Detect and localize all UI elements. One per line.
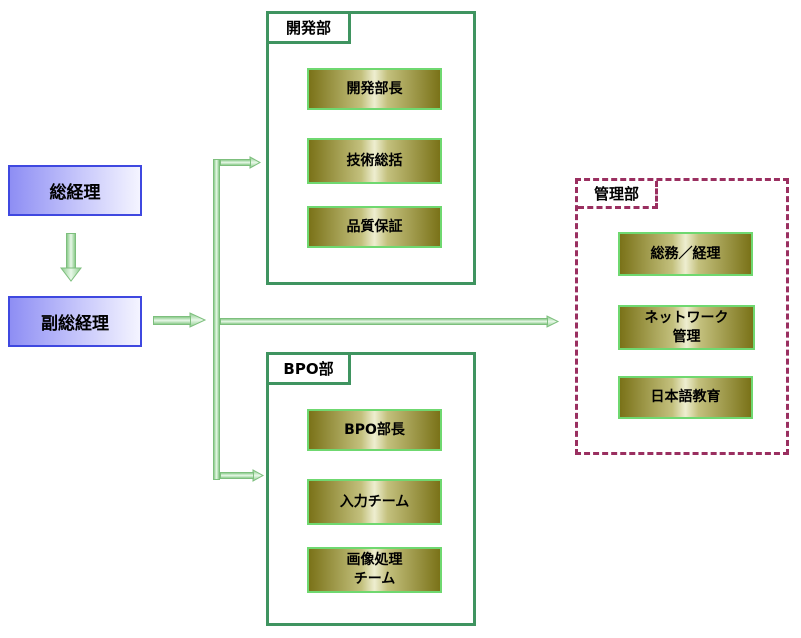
role-qa-label: 品質保証 [346,218,403,235]
bpo-dept-title-text: BPO部 [283,360,334,378]
gm-label: 総経理 [49,183,101,203]
branch-bpo [220,472,254,479]
role-image-team: 画像処理 チーム [307,547,442,593]
gm-box: 総経理 [8,165,142,216]
role-bpo-manager-label: BPO部長 [344,421,405,438]
role-network-admin: ネットワーク 管理 [618,305,755,350]
development-dept-title-text: 開発部 [285,19,331,37]
branch-management [220,318,548,325]
trunk-connector [213,159,220,480]
role-japanese-education-label: 日本語教育 [650,389,721,405]
role-dev-manager-label: 開発部長 [346,80,403,97]
branch-development [220,159,251,166]
development-dept-title: 開発部 [269,14,351,44]
role-qa: 品質保証 [307,206,442,248]
deputy-to-trunk-connector [153,316,191,325]
role-general-affairs-label: 総務／経理 [650,245,721,262]
deputy-gm-label: 副総経理 [41,314,109,334]
role-japanese-education: 日本語教育 [618,376,753,419]
role-input-team-label: 入力チーム [339,493,410,510]
role-tech-lead-label: 技術総括 [346,152,403,169]
role-input-team: 入力チーム [307,479,442,525]
role-tech-lead: 技術総括 [307,138,442,184]
role-image-team-label: 画像処理 チーム [346,552,403,587]
deputy-gm-box: 副総経理 [8,296,142,347]
role-dev-manager: 開発部長 [307,68,442,110]
management-dept-title: 管理部 [578,181,658,209]
management-dept-title-text: 管理部 [593,185,639,203]
bpo-dept-title: BPO部 [269,355,351,385]
role-general-affairs: 総務／経理 [618,232,753,276]
role-bpo-manager: BPO部長 [307,409,442,451]
role-network-admin-label: ネットワーク 管理 [644,309,729,345]
